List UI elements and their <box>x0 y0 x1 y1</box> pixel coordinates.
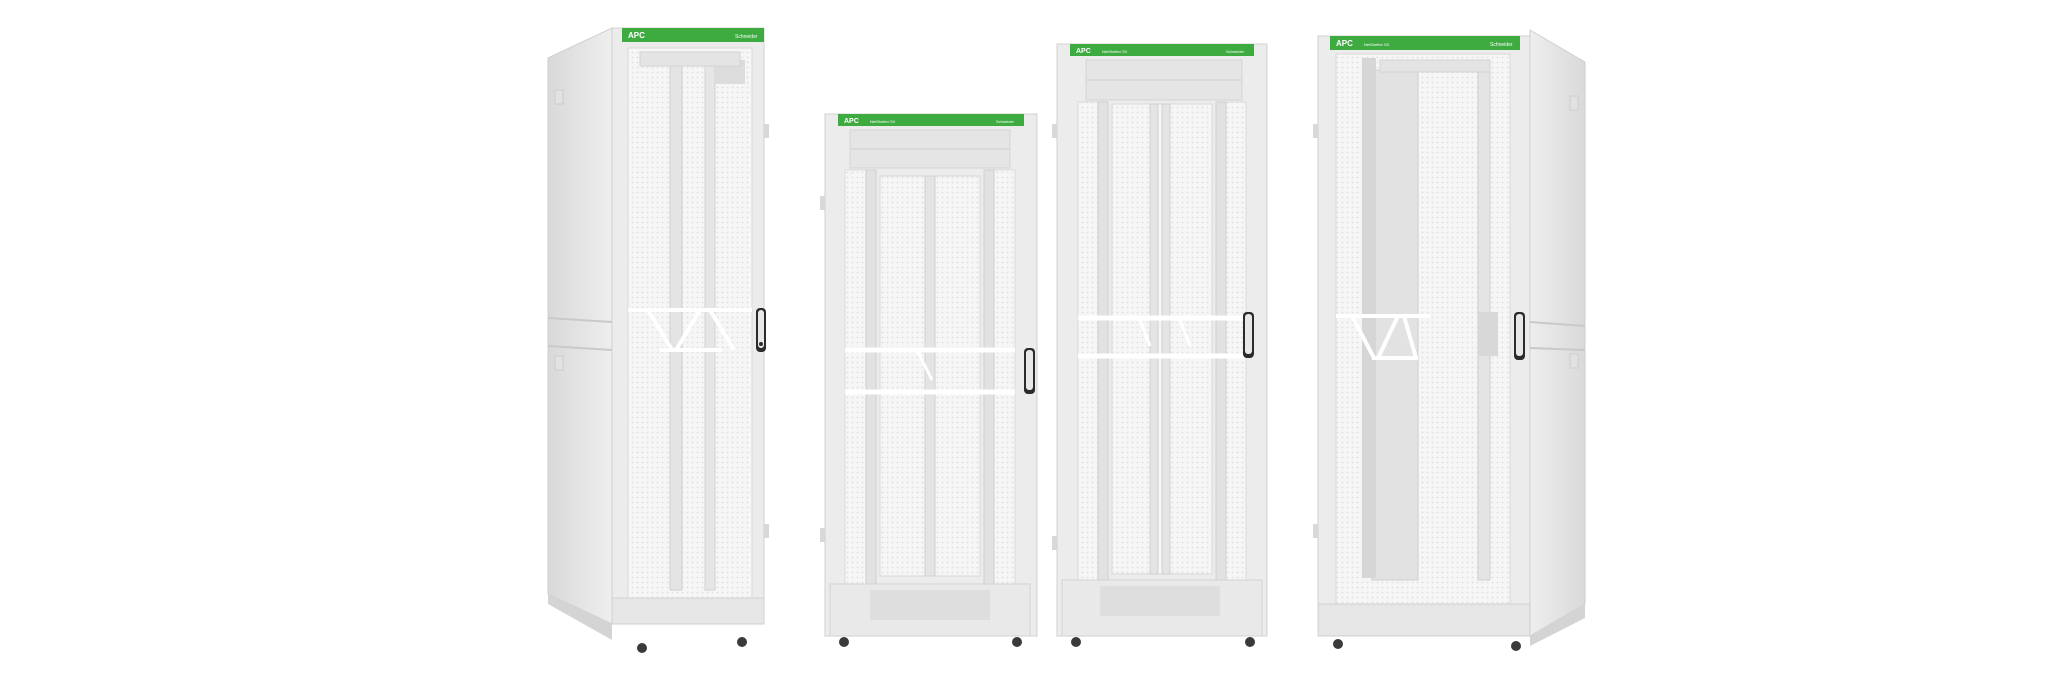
rack-3: APC NetShelter SX Schneider <box>1052 43 1268 647</box>
apc-logo: APC <box>844 118 859 125</box>
apc-logo: APC <box>628 31 645 40</box>
door-crossbars <box>1078 315 1246 359</box>
door-cross-bracket <box>628 308 752 352</box>
brand-header-bar <box>622 28 764 42</box>
model-label: NetShelter SX <box>870 119 896 124</box>
brand-header-bar <box>1070 44 1254 56</box>
apc-logo: APC <box>1076 48 1091 55</box>
rack-1: APC Schneider <box>547 27 769 653</box>
caster-wheel <box>637 643 647 653</box>
schneider-logo: Schneider <box>1490 42 1513 48</box>
caster-wheel <box>1071 637 1081 647</box>
door-crossbars <box>845 347 1015 395</box>
schneider-logo: Schneider <box>1226 49 1245 54</box>
caster-wheel <box>1245 637 1255 647</box>
schneider-logo: Schneider <box>996 119 1015 124</box>
rack-2: APC NetShelter SX Schneider <box>820 113 1038 647</box>
caster-wheel <box>737 637 747 647</box>
model-label: NetShelter SX <box>1364 42 1390 47</box>
rack-side-panel <box>1529 29 1586 637</box>
caster-wheel <box>839 637 849 647</box>
model-label: NetShelter SX <box>1102 49 1128 54</box>
caster-wheel <box>1511 641 1521 651</box>
caster-wheel <box>1012 637 1022 647</box>
brand-header-bar <box>1330 36 1520 50</box>
schneider-logo: Schneider <box>735 34 758 40</box>
rack-4: APC NetShelter SX Schneider <box>1313 29 1586 651</box>
brand-header-bar <box>838 114 1024 126</box>
rack-side-panel <box>547 27 613 625</box>
door-cross-bracket <box>1336 314 1430 360</box>
apc-logo: APC <box>1336 39 1353 48</box>
caster-wheel <box>1333 639 1343 649</box>
